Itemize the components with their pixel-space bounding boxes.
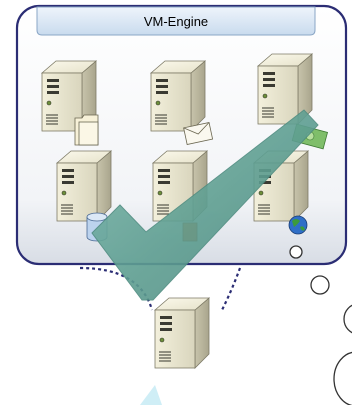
folder-icon xyxy=(74,114,99,146)
server-web xyxy=(253,150,309,235)
engine-title: VM-Engine xyxy=(144,14,208,29)
server-folder xyxy=(41,60,99,146)
checkmark-icon xyxy=(91,109,319,301)
server-mail xyxy=(150,60,214,145)
host-server xyxy=(154,297,210,369)
envelope-icon xyxy=(183,121,214,145)
connector-right xyxy=(221,267,242,311)
globe-icon xyxy=(288,215,308,235)
light-shape xyxy=(140,385,162,405)
thought-bubbles xyxy=(289,245,352,405)
